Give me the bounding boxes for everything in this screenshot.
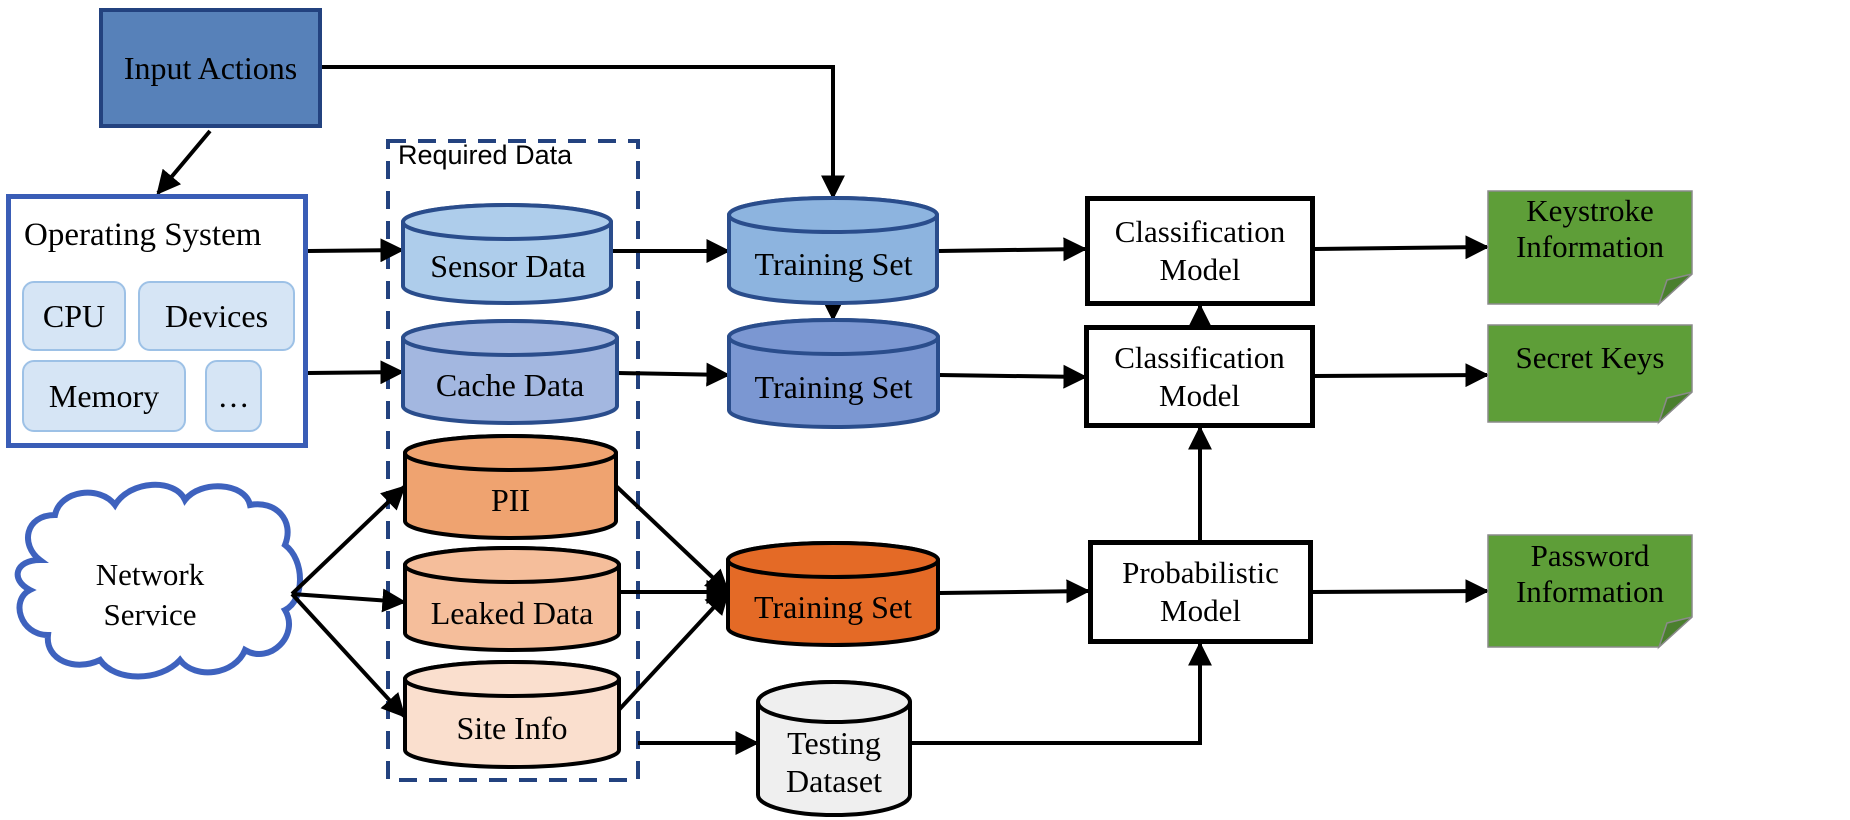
training-set-2-cylinder-top [727,318,940,356]
site-info-cylinder-top [403,660,621,698]
edge-cache-to-training-2 [617,362,731,387]
secret-keys-note-fold [1657,391,1693,425]
leaked-data-cylinder-top [403,546,621,584]
leaked-data-label: Leaked Data [430,595,594,631]
edge-network-to-site [290,592,406,718]
edge-input-to-os [156,129,212,195]
input-actions-label: Input Actions [123,50,298,86]
edge-probabilistic-to-password [1312,579,1490,604]
os-component-devices: Devices [138,281,295,351]
required-data-title: Required Data [398,140,573,170]
training-set-3-label: Training Set [754,589,912,625]
classification-model-2: Classification Model [1084,325,1315,428]
leaked-data-cylinder [403,546,621,652]
edge-network-to-leaked [291,588,407,613]
training-set-3-cylinder [726,541,940,647]
training-set-3-cylinder-top [726,541,940,579]
password-information-note [1487,534,1693,650]
testing-dataset-label: Testing Dataset [786,725,882,799]
edge-os-to-cache [307,360,405,385]
sensor-data-cylinder-top [401,203,613,241]
os-component-memory: Memory [22,360,186,432]
edge-classifier-1-to-keystroke [1314,235,1490,260]
output-notes [1487,190,1693,650]
operating-system-box: Operating System CPU Devices Memory … [6,194,308,448]
os-component-more: … [205,360,262,432]
training-set-1-label: Training Set [754,246,913,282]
training-set-2-cylinder [727,318,940,429]
operating-system-title: Operating System [24,217,262,253]
cache-data-label: Cache Data [435,367,585,403]
pii-label: PII [490,482,531,518]
training-set-1-cylinder [727,196,939,305]
cylinders [401,196,940,817]
site-info-label: Site Info [456,710,568,746]
site-info-cylinder [403,660,621,769]
sensor-data-cylinder [401,203,613,305]
pii-cylinder-top [403,434,618,472]
edge-training-1-to-classifier-1 [938,237,1088,262]
edge-network-to-pii [290,485,406,596]
edge-testing-to-probabilistic [910,641,1212,745]
edge-pii-to-training-3 [614,484,730,594]
testing-dataset-cylinder [756,680,912,817]
input-actions-box: Input Actions [99,8,322,128]
pii-cylinder [403,434,618,540]
keystroke-information-note [1487,190,1693,307]
sensor-data-label: Sensor Data [430,248,586,284]
edge-training-2-to-classifier-2 [938,364,1088,389]
secret-keys-note [1487,324,1693,425]
required-data-group [386,139,640,782]
edge-training-3-to-probabilistic [939,579,1091,604]
secret-keys-label: Secret Keys [1515,340,1665,375]
edges [156,65,1490,755]
probabilistic-model: Probabilistic Model [1088,540,1313,644]
edge-site-to-training-3 [614,590,730,715]
edge-classifier-2-to-secret [1314,363,1490,388]
network-service-cloud [14,481,303,680]
cache-data-cylinder-top [401,319,619,357]
os-component-cpu: CPU [22,281,126,351]
training-set-2-label: Training Set [754,369,913,405]
network-service-label: Network Service [95,557,205,632]
edge-os-to-sensor [307,238,405,263]
cache-data-cylinder [401,319,619,425]
testing-dataset-cylinder-top [756,680,912,724]
password-information-note-fold [1657,616,1693,650]
training-set-1-cylinder-top [727,196,939,234]
keystroke-information-note-fold [1657,273,1693,307]
edge-input-to-training-1 [322,65,845,200]
classification-model-1: Classification Model [1085,196,1315,306]
